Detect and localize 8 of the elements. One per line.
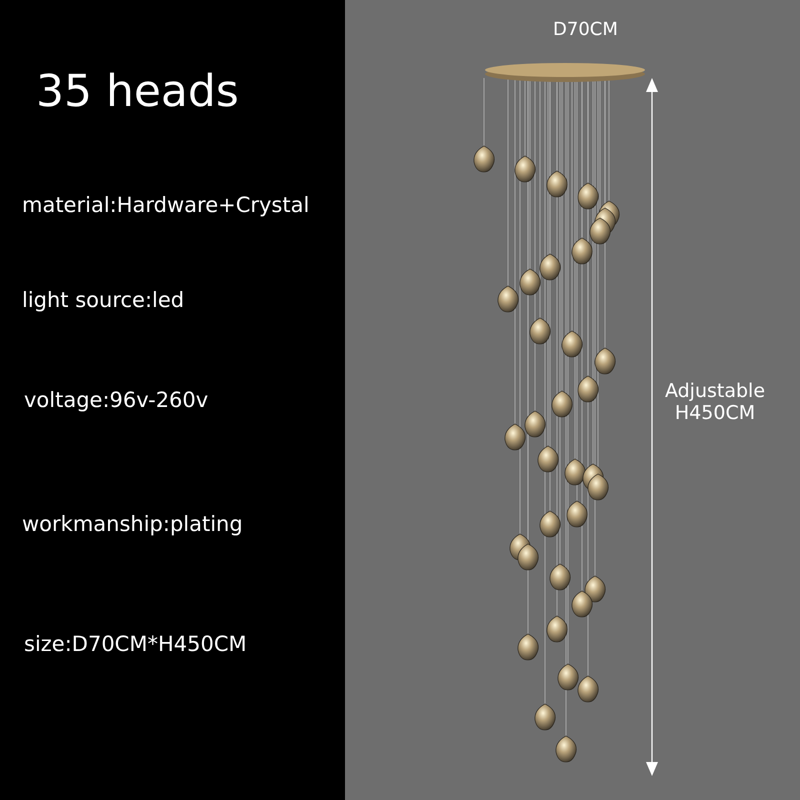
spec-text: material:Hardware+Crystal — [22, 193, 310, 217]
spec-text: size:D70CM*H450CM — [24, 632, 247, 656]
spec-text: voltage:96v-260v — [24, 388, 208, 412]
spec-text: light source:led — [22, 288, 184, 312]
dimension-label: D70CM — [553, 19, 618, 40]
dimension-label: Adjustable H450CM — [664, 380, 766, 424]
spec-text: workmanship:plating — [22, 512, 243, 536]
heading: 35 heads — [36, 66, 239, 117]
